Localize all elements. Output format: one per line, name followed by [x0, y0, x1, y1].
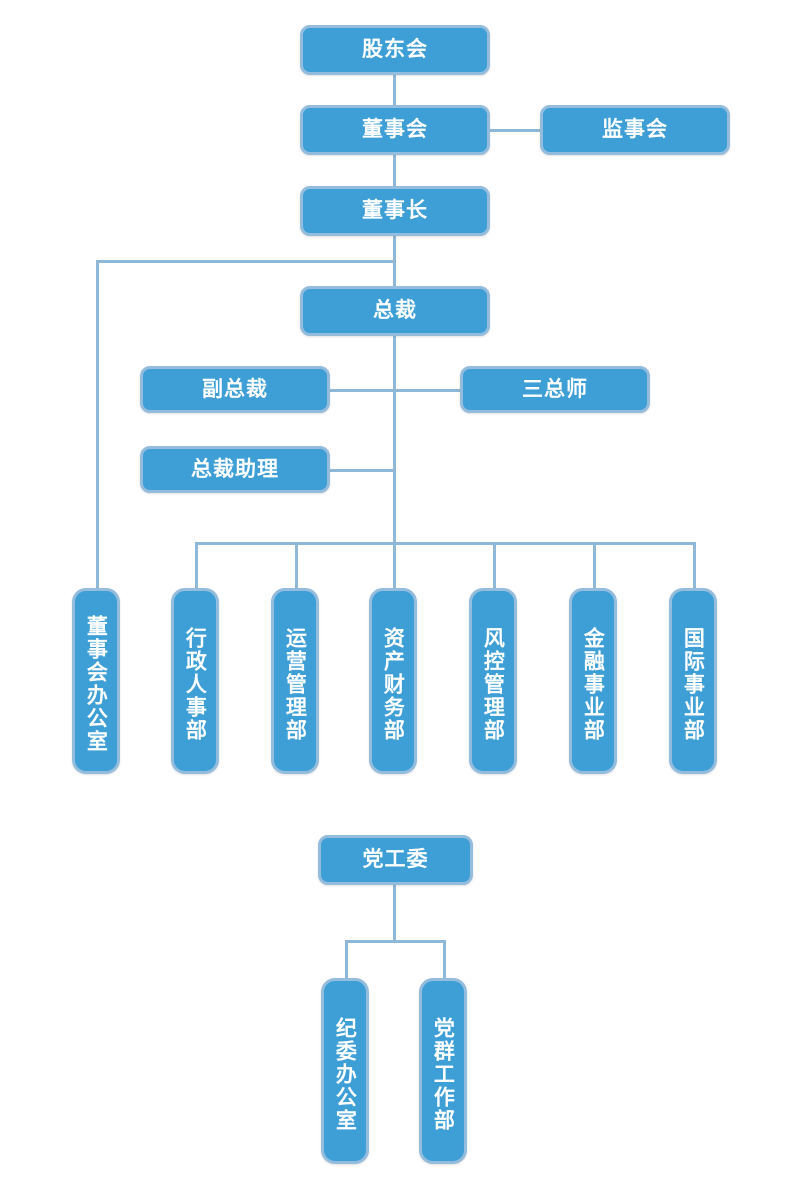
connector-department-bus: [195, 542, 695, 545]
connector-president-trunk: [393, 335, 396, 543]
node-three-chief-engineers[interactable]: 三总师: [460, 366, 650, 413]
connector-chairman-to-board-office-horizontal: [96, 260, 396, 263]
connector-party-bus: [345, 940, 446, 943]
connector-drop-asset-finance: [393, 542, 396, 590]
node-shareholders-meeting[interactable]: 股东会: [300, 25, 490, 75]
node-board-of-directors[interactable]: 董事会: [300, 105, 490, 155]
connector-vice-president-to-trunk: [328, 389, 396, 392]
connector-drop-discipline-office: [345, 940, 348, 980]
connector-drop-admin-hr: [195, 542, 198, 590]
node-party-mass-work-dept[interactable]: 党群工作部: [419, 978, 467, 1164]
node-operations-mgmt-dept[interactable]: 运营管理部: [271, 588, 319, 774]
connector-chairman-to-board-office-vertical: [96, 260, 99, 590]
node-president-assistant[interactable]: 总裁助理: [140, 446, 330, 493]
connector-drop-party-mass-work: [443, 940, 446, 980]
node-board-of-supervisors[interactable]: 监事会: [540, 105, 730, 155]
connector-president-assistant-to-trunk: [328, 469, 396, 472]
node-international-business-unit[interactable]: 国际事业部: [669, 588, 717, 774]
connector-drop-risk-control: [493, 542, 496, 590]
connector-party-committee-down: [393, 884, 396, 942]
node-financial-business-unit[interactable]: 金融事业部: [569, 588, 617, 774]
connector-board-to-chairman: [393, 155, 396, 187]
node-risk-control-dept[interactable]: 风控管理部: [469, 588, 517, 774]
node-board-office[interactable]: 董事会办公室: [72, 588, 120, 774]
node-party-working-committee[interactable]: 党工委: [318, 835, 473, 885]
node-asset-finance-dept[interactable]: 资产财务部: [369, 588, 417, 774]
node-vice-president[interactable]: 副总裁: [140, 366, 330, 413]
connector-drop-international-unit: [693, 542, 696, 590]
connector-board-to-supervisors: [490, 129, 540, 132]
node-admin-hr-dept[interactable]: 行政人事部: [171, 588, 219, 774]
connector-trunk-to-chief-engineers: [393, 389, 461, 392]
node-president[interactable]: 总裁: [300, 286, 490, 336]
connector-drop-financial-unit: [593, 542, 596, 590]
connector-drop-operations: [295, 542, 298, 590]
node-discipline-inspection-office[interactable]: 纪委办公室: [321, 978, 369, 1164]
connector-shareholders-to-board: [393, 74, 396, 106]
node-chairman[interactable]: 董事长: [300, 186, 490, 236]
